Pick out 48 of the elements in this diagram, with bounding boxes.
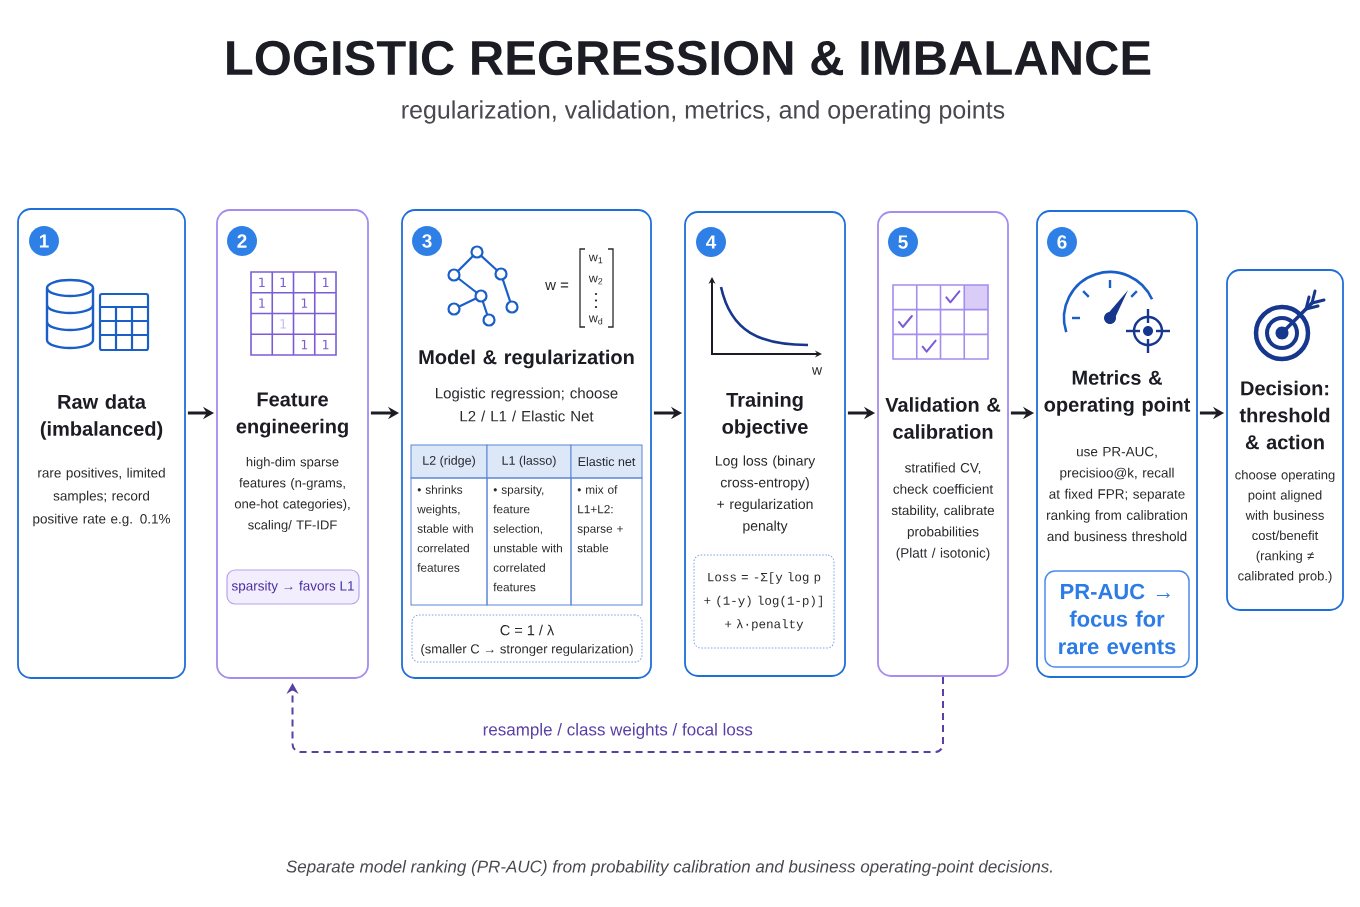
matrix-digit: 1 [301,298,308,308]
step-description: Logistic regression; choose L2 / L1 / Elastic Net [436,387,618,422]
subtitle: regularization, validation, metrics, and operating points [402,100,1005,124]
step-heading: Feature engineering [236,392,348,438]
step-heading: Decision: threshold & action [1239,380,1330,450]
table-header-cell: L2 (ridge) [410,444,488,479]
step-number-badge: 6 [1047,227,1077,257]
step-number-badge: 3 [412,226,442,256]
table-cell: • mix of L1+L2: sparse + stable [570,477,643,606]
step-heading: Validation & calibration [885,397,1001,439]
step-heading: Model & regularization [419,349,634,369]
step-description: Log loss (binary cross-entropy) + regularization penalty [715,455,816,534]
step-number-badge: 2 [227,226,257,256]
step-number-badge: 1 [29,226,59,256]
vector-entry: w$_{d}$ [588,315,603,325]
note-pill: sparsity → favors L1 [226,569,360,605]
highlight-box: PR-AUC → focus for rare events [1044,570,1190,668]
axis-label: w [811,367,823,375]
matrix-digit: 1 [280,277,286,288]
matrix-digit: 1 [301,339,308,350]
step-heading: Metrics & operating point [1044,370,1191,416]
vector-entry: w$_{1}$ [588,254,603,264]
matrix-digit: 1 [323,277,329,288]
edge-label: resample / class weights / focal loss [483,723,753,739]
matrix-digit: 1 [259,277,265,288]
note-box: C = 1 / λ (smaller C → stronger regularization) [411,614,643,663]
title: LOGISTIC REGRESSION & IMBALANCE [227,40,1151,76]
matrix-digit: 1 [259,298,265,308]
step-description: high-dim sparse features (n-grams, one-hot categories), scaling/ TF-IDF [234,456,350,533]
matrix-digit: 1 [280,319,286,329]
vector-entry: w$_{2}$ [588,275,603,285]
step-description: rare positives, limited samples; record positive rate e.g. 0.1% [33,467,171,527]
table-header-cell: L1 (lasso) [486,444,572,479]
step-number-badge: 4 [696,227,726,257]
matrix-digit: 1 [323,339,329,350]
step-number-badge: 5 [888,227,918,257]
step-description: choose operating point aligned with business cost/benefit (ranking ≠ calibrated prob.) [1235,469,1335,584]
vector-label: w = [545,282,569,290]
formula-box: Loss = -Σ[y log p + (1-y) log(1-p)] + λ·penalty [693,554,835,649]
step-description: use PR-AUC, precisioo@k, recall at fixed FPR; separate ranking from calibration and business threshold [1047,446,1187,542]
step-heading: Training objective [722,392,808,438]
table-cell: • sparsity, feature selection, unstable with correlated features [486,477,572,606]
step-heading: Raw data (imbalanced) [40,394,163,440]
step-description: stratified CV, check coefficient stability, calibrate probabilities (Platt / isotonic) [891,462,995,561]
arrow [286,675,944,753]
caption: Separate model ranking (PR-AUC) from probability calibration and business operating-point decisions. [286,860,1052,876]
table-cell: • shrinks weights, stable with correlated features [410,477,488,606]
table-header-cell: Elastic net [570,444,643,479]
